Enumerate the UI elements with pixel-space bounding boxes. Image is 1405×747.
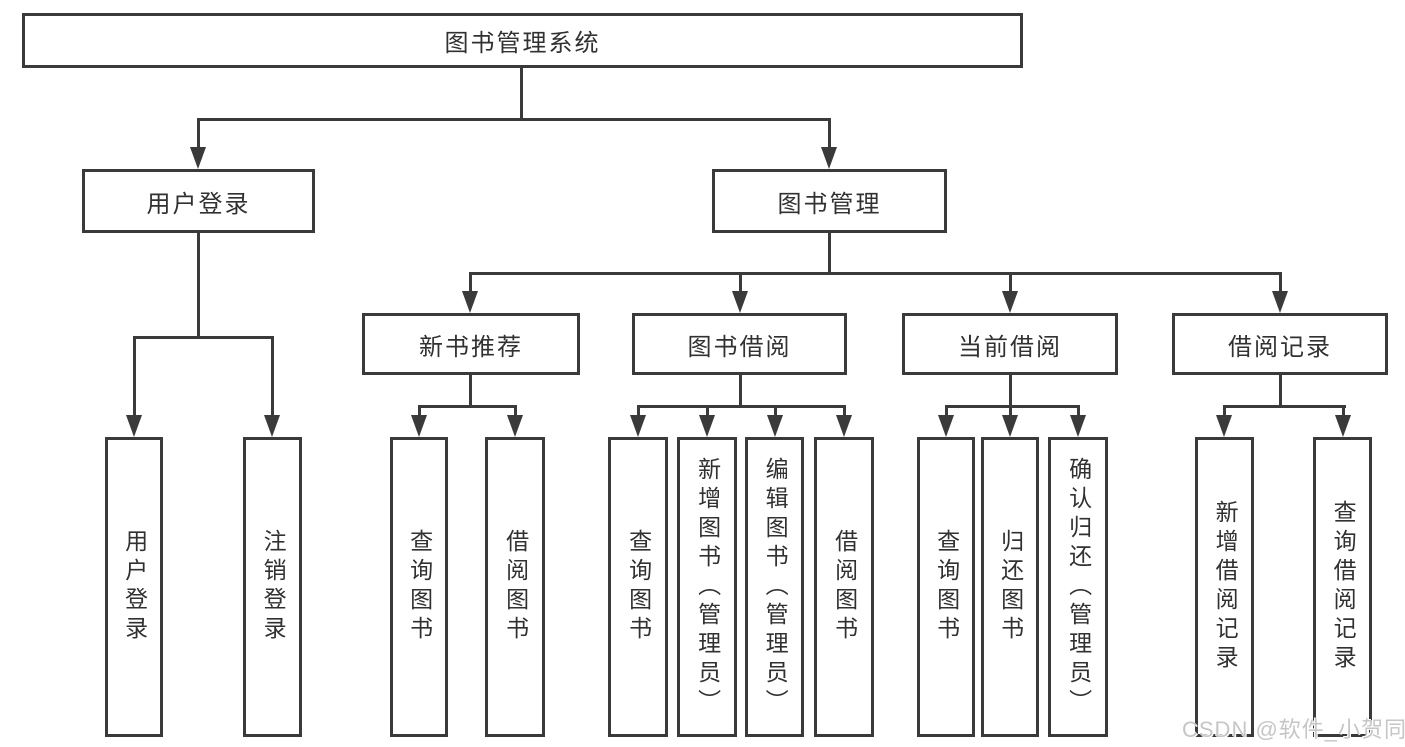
node-label: 借阅记录 bbox=[1228, 333, 1332, 361]
node-label: 借阅图书 bbox=[502, 529, 529, 645]
node-query-books-current: 查询图书 bbox=[917, 437, 975, 737]
node-label: 图书借阅 bbox=[687, 333, 792, 361]
node-book-management: 图书管理 bbox=[712, 169, 947, 233]
arrowhead-down-icon bbox=[507, 415, 523, 437]
node-edit-books-admin: 编辑图书（管理员） bbox=[745, 437, 804, 737]
edge-line bbox=[469, 375, 472, 408]
arrowhead-down-icon bbox=[821, 147, 837, 169]
edge-line bbox=[1223, 407, 1226, 417]
node-return-books: 归还图书 bbox=[981, 437, 1039, 737]
arrowhead-down-icon bbox=[732, 291, 748, 313]
node-label: 当前借阅 bbox=[958, 333, 1062, 361]
node-query-books-recommend: 查询图书 bbox=[390, 437, 448, 737]
edge-line bbox=[637, 407, 640, 417]
edge-line bbox=[1279, 274, 1282, 293]
arrowhead-down-icon bbox=[264, 415, 280, 437]
node-current-borrowing: 当前借阅 bbox=[902, 313, 1118, 375]
edge-line bbox=[469, 272, 1282, 275]
node-book-borrowing: 图书借阅 bbox=[632, 313, 847, 375]
node-label: 归还图书 bbox=[997, 529, 1024, 645]
edge-line bbox=[197, 120, 200, 149]
edge-line bbox=[469, 274, 472, 293]
node-add-books-admin: 新增图书（管理员） bbox=[677, 437, 737, 737]
edge-line bbox=[133, 336, 274, 339]
node-label: 借阅图书 bbox=[831, 529, 858, 645]
edge-line bbox=[945, 407, 948, 417]
arrowhead-down-icon bbox=[630, 415, 646, 437]
node-add-borrow-record: 新增借阅记录 bbox=[1195, 437, 1254, 737]
arrowhead-down-icon bbox=[1335, 415, 1351, 437]
edge-line bbox=[133, 338, 136, 417]
edge-line bbox=[1223, 405, 1346, 408]
edge-line bbox=[271, 338, 274, 417]
node-label: 确认归还（管理员） bbox=[1065, 456, 1092, 718]
arrowhead-down-icon bbox=[699, 415, 715, 437]
edge-line bbox=[739, 274, 742, 293]
node-label: 新增借阅记录 bbox=[1212, 500, 1239, 674]
node-user-login: 用户登录 bbox=[105, 437, 163, 737]
node-label: 编辑图书（管理员） bbox=[762, 456, 789, 718]
edge-line bbox=[706, 407, 709, 417]
arrowhead-down-icon bbox=[767, 415, 783, 437]
arrowhead-down-icon bbox=[462, 291, 478, 313]
arrowhead-down-icon bbox=[190, 147, 206, 169]
node-label: 用户登录 bbox=[146, 190, 251, 218]
node-label: 注销登录 bbox=[260, 529, 287, 645]
node-borrow-books-recommend: 借阅图书 bbox=[485, 437, 545, 737]
edge-line bbox=[828, 120, 831, 149]
node-user-login-group: 用户登录 bbox=[82, 169, 315, 233]
node-library-management-system: 图书管理系统 bbox=[22, 13, 1023, 68]
node-borrowing-records: 借阅记录 bbox=[1172, 313, 1388, 375]
edge-line bbox=[1077, 407, 1080, 417]
edge-line bbox=[637, 405, 846, 408]
edge-line bbox=[1009, 375, 1012, 408]
node-label: 查询图书 bbox=[625, 529, 652, 645]
node-label: 用户登录 bbox=[121, 529, 148, 645]
node-label: 查询图书 bbox=[406, 529, 433, 645]
edge-line bbox=[418, 407, 421, 417]
node-label: 新书推荐 bbox=[419, 333, 523, 361]
edge-line bbox=[197, 233, 200, 338]
edge-line bbox=[843, 407, 846, 417]
edge-line bbox=[418, 405, 517, 408]
edge-line bbox=[1009, 274, 1012, 293]
arrowhead-down-icon bbox=[1002, 291, 1018, 313]
edge-line bbox=[1009, 407, 1012, 417]
arrowhead-down-icon bbox=[836, 415, 852, 437]
edge-line bbox=[520, 68, 523, 120]
node-label: 图书管理系统 bbox=[444, 30, 601, 57]
edge-line bbox=[739, 375, 742, 408]
arrowhead-down-icon bbox=[1070, 415, 1086, 437]
node-query-books-borrow: 查询图书 bbox=[608, 437, 668, 737]
node-label: 查询借阅记录 bbox=[1330, 500, 1357, 674]
edge-line bbox=[774, 407, 777, 417]
node-label: 查询图书 bbox=[933, 529, 960, 645]
edge-line bbox=[197, 118, 831, 121]
node-borrow-books: 借阅图书 bbox=[814, 437, 874, 737]
arrowhead-down-icon bbox=[1216, 415, 1232, 437]
edge-line bbox=[945, 405, 1080, 408]
node-confirm-return-admin: 确认归还（管理员） bbox=[1048, 437, 1108, 737]
arrowhead-down-icon bbox=[938, 415, 954, 437]
edge-line bbox=[514, 407, 517, 417]
arrowhead-down-icon bbox=[126, 415, 142, 437]
edge-line bbox=[828, 233, 831, 274]
node-query-borrow-record: 查询借阅记录 bbox=[1313, 437, 1372, 737]
edge-line bbox=[1279, 375, 1282, 408]
node-label: 图书管理 bbox=[777, 190, 882, 218]
node-logout: 注销登录 bbox=[243, 437, 302, 737]
edge-line bbox=[1342, 407, 1345, 417]
arrowhead-down-icon bbox=[1002, 415, 1018, 437]
arrowhead-down-icon bbox=[1272, 291, 1288, 313]
arrowhead-down-icon bbox=[411, 415, 427, 437]
node-new-book-recommendation: 新书推荐 bbox=[362, 313, 580, 375]
watermark: CSDN @软件_小贺同学 bbox=[1182, 717, 1405, 742]
node-label: 新增图书（管理员） bbox=[694, 456, 721, 718]
